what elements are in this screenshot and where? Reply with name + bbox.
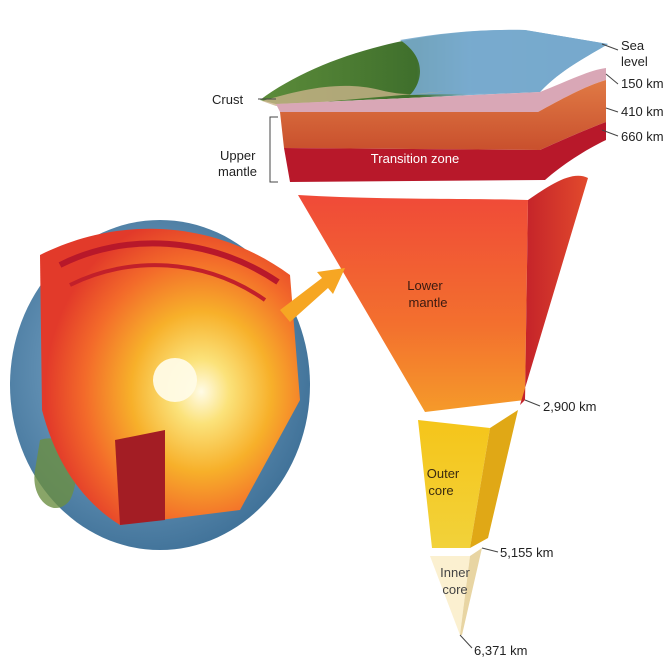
cutaway-globe [10,220,310,550]
label-sea-level-line1: Sea [621,38,645,53]
label-depth-660: 660 km [621,129,664,144]
label-sea-level-line2: level [621,54,648,69]
lower-mantle-layer [298,175,588,412]
outer-core-layer [418,410,518,548]
wedge-surface [260,29,608,106]
label-depth-2900: 2,900 km [543,399,596,414]
label-lower-mantle-line1: Lower [407,278,443,293]
label-depth-5155: 5,155 km [500,545,553,560]
label-outer-core-line2: core [428,483,453,498]
label-transition-zone: Transition zone [371,151,459,166]
leader-lines [258,43,619,649]
label-inner-core-line1: Inner [440,565,470,580]
transition-zone-layer [284,122,606,182]
upper-mantle-layer [280,80,606,150]
inner-core-layer [430,548,482,635]
label-upper-mantle-line2: mantle [218,164,257,179]
label-depth-6371: 6,371 km [474,643,527,658]
label-depth-410: 410 km [621,104,664,119]
label-upper-mantle-line1: Upper [220,148,256,163]
label-crust: Crust [212,92,243,107]
label-inner-core-line2: core [442,582,467,597]
pointer-arrow [280,268,345,322]
label-lower-mantle-line2: mantle [408,295,447,310]
label-depth-150: 150 km [621,76,664,91]
label-outer-core-line1: Outer [427,466,460,481]
crust-layer [276,68,606,112]
